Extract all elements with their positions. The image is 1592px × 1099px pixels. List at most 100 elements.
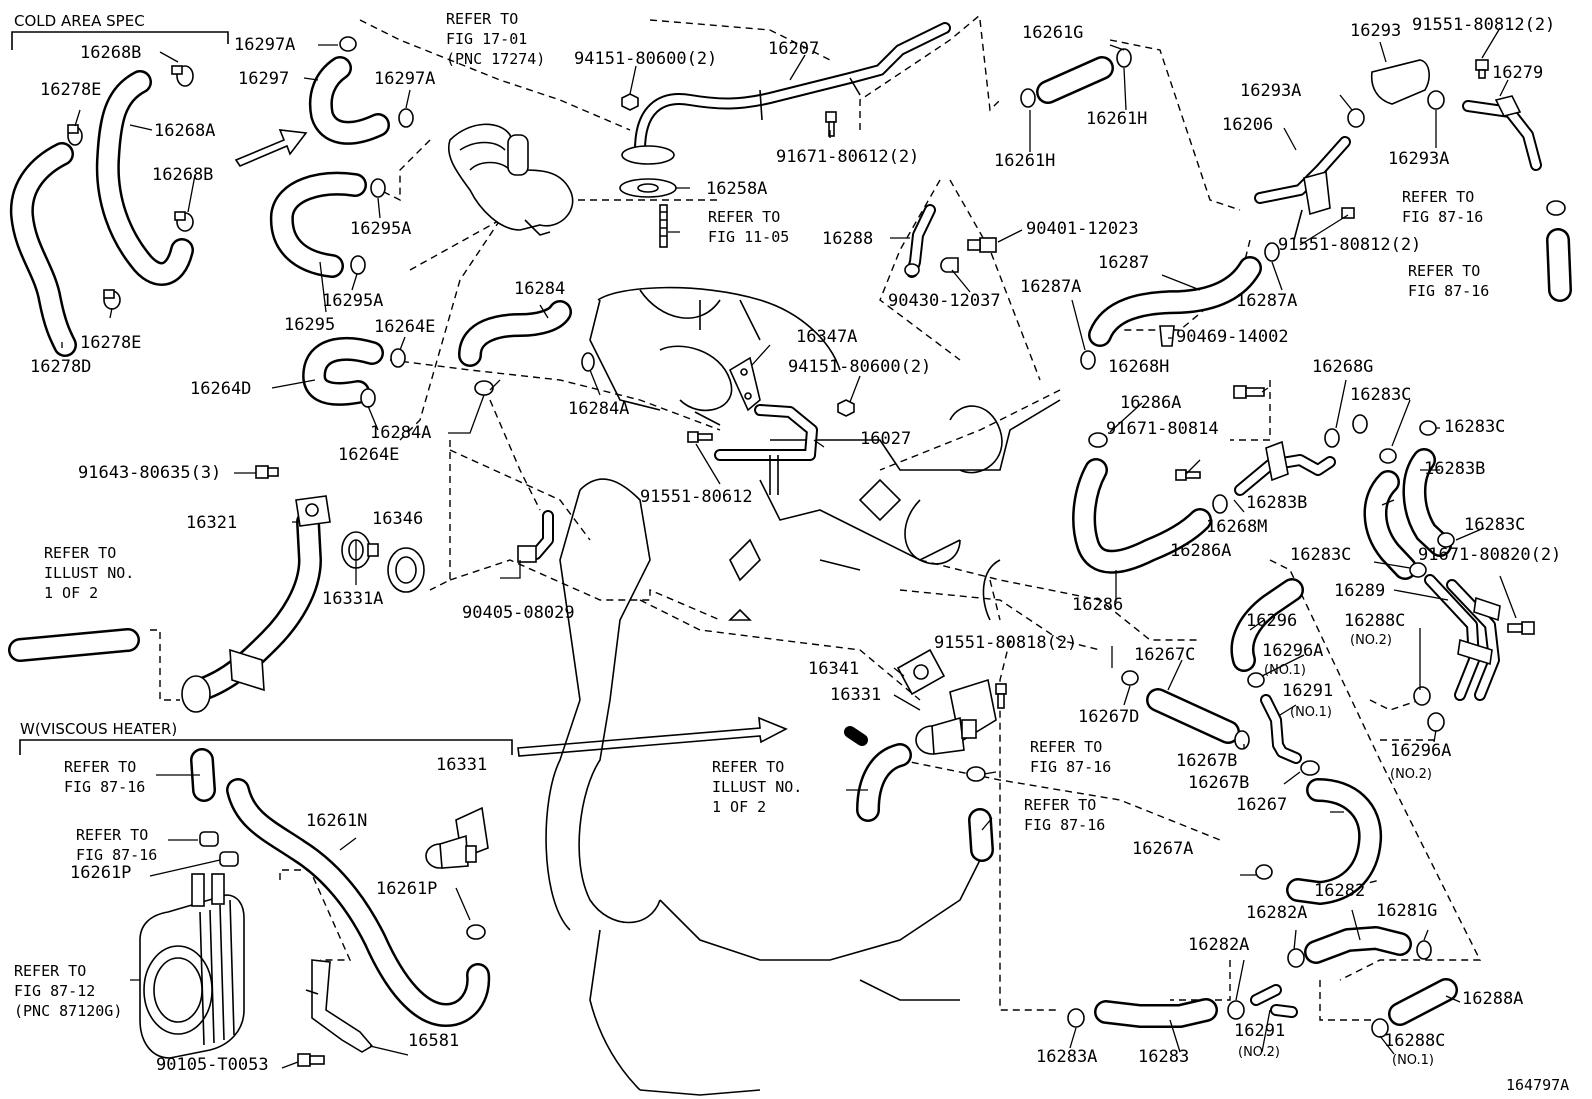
part-label: 94151-80600(2) — [574, 49, 717, 69]
part-label: 16268M — [1206, 517, 1267, 537]
clamp-16264e-lower — [360, 388, 376, 408]
part-label: 16288 — [822, 229, 873, 249]
variant-note: (NO.1) — [1290, 705, 1332, 720]
cold-area-bracket — [11, 31, 229, 50]
part-label: 16288A — [1462, 989, 1523, 1009]
refer-fig-87-16: REFER TO — [76, 826, 148, 844]
clamp-16278e-lower — [103, 289, 121, 310]
clamp-16288c-no2 — [1413, 686, 1431, 706]
pipe-16291-no2 — [1250, 984, 1298, 1018]
part-label: 16261H — [994, 151, 1055, 171]
part-label: 16291 — [1282, 681, 1333, 701]
part-label: 16282A — [1188, 935, 1249, 955]
clamp-16286a-lower — [1212, 494, 1228, 514]
part-label: 16283C — [1350, 385, 1411, 405]
part-label: 91551-80812(2) — [1412, 15, 1555, 35]
pipe-16279 — [1462, 95, 1542, 171]
clamp-16283c-a — [1379, 448, 1397, 464]
bolt-91671-80814 — [1175, 469, 1201, 481]
refer-fig-87-16: REFER TO — [1024, 796, 1096, 814]
part-label: 91671-80612(2) — [776, 147, 919, 167]
part-label: 16264E — [374, 317, 435, 337]
bolt-91551-80818 — [995, 683, 1007, 709]
clamp-16278e-upper — [67, 124, 83, 146]
refer-fig-87-16: FIG 87-16 — [1024, 816, 1105, 834]
clamp-16284a-left — [474, 380, 494, 396]
part-label: 16278E — [80, 333, 141, 353]
hose-16283 — [1094, 998, 1218, 1028]
clamp-16281g — [1416, 940, 1432, 960]
part-label: 16206 — [1222, 115, 1273, 135]
clamp-16283a — [1067, 1008, 1085, 1028]
refer-illust-1: REFER TO — [44, 544, 116, 562]
nut-94151-b — [837, 399, 855, 417]
refer-fig-87-16: REFER TO — [64, 758, 136, 776]
hose-16261n — [226, 778, 491, 1027]
clamp-16293a-right — [1427, 90, 1445, 110]
hose-refer-illust-2 — [856, 743, 912, 822]
variant-note: (NO.2) — [1390, 767, 1432, 782]
part-label: 16281G — [1376, 901, 1437, 921]
part-label: 16286A — [1170, 541, 1231, 561]
direction-arrow-lower — [517, 716, 788, 757]
part-label: 16297 — [238, 69, 289, 89]
refer-illust-1: ILLUST NO. — [44, 564, 134, 582]
hose-16264d — [302, 336, 384, 406]
pipe-16206 — [1254, 136, 1351, 241]
clamp-16268b-upper — [171, 65, 194, 87]
hose-16267 — [1286, 778, 1383, 905]
reference-notes: REFER TO FIG 17-01 (PNC 17274) REFER TO … — [14, 10, 1489, 1020]
hose-stub-16331 — [844, 726, 868, 746]
refer-fig-87-16: REFER TO — [1030, 738, 1102, 756]
part-label: 90401-12023 — [1026, 219, 1139, 239]
housing-16331 — [915, 678, 997, 755]
clamp-16286a-upper — [1088, 432, 1108, 448]
refer-illust-2: ILLUST NO. — [712, 778, 802, 796]
bolt-91643 — [255, 465, 279, 479]
clamp-16297a-top — [339, 36, 357, 52]
viscous-heater-unit — [139, 873, 245, 1059]
hose-refer-illust-1 — [8, 628, 140, 662]
part-label: 90405-08029 — [462, 603, 575, 623]
pipe-16027 — [694, 404, 818, 495]
part-label: 16297A — [374, 69, 435, 89]
hose-16293 — [1370, 59, 1430, 105]
hose-16287 — [1088, 256, 1262, 347]
bolt-91551-80612 — [687, 431, 713, 443]
part-label: 16278E — [40, 80, 101, 100]
clamp-16293a-left — [1347, 108, 1365, 128]
hose-16268a — [95, 70, 194, 286]
hose-16283b-right — [1402, 448, 1452, 557]
bolt-16268h — [1233, 385, 1265, 399]
part-label: 90105-T0053 — [156, 1055, 269, 1075]
part-label: 16261N — [306, 811, 367, 831]
part-label: 16296A — [1262, 641, 1323, 661]
clamp-16287a-left — [1080, 350, 1096, 370]
connector-90405 — [517, 510, 554, 563]
clamp-16296a-no2 — [1427, 712, 1445, 732]
part-label: 16283A — [1036, 1047, 1097, 1067]
part-label: 16283B — [1424, 459, 1485, 479]
gasket-16346 — [387, 547, 425, 593]
clamp-16296a-no1 — [1247, 672, 1265, 688]
refer-fig-17-01: FIG 17-01 — [446, 30, 527, 48]
hose-16267c — [1146, 688, 1240, 744]
water-outlet-housing — [448, 123, 574, 236]
clamp-16287a-right — [1264, 242, 1280, 262]
clamp-16261p-right — [466, 924, 486, 940]
hose-16288a — [1388, 978, 1458, 1026]
hose-16283b-left — [1363, 470, 1417, 580]
part-label: 16284A — [370, 423, 431, 443]
part-label: 91551-80818(2) — [934, 633, 1077, 653]
part-label: 16267B — [1188, 773, 1249, 793]
figure-id: 164797A — [1506, 1076, 1569, 1094]
part-label: 16264E — [338, 445, 399, 465]
part-label: 16286 — [1072, 595, 1123, 615]
refer-illust-1: 1 OF 2 — [44, 584, 98, 602]
clip-16268g — [1324, 414, 1368, 448]
variant-notes: (NO.1) (NO.1) (NO.2) (NO.2) (NO.2) (NO.1… — [1238, 633, 1434, 1068]
hose-refer-87-16-a — [190, 748, 216, 802]
part-label: 16331 — [436, 755, 487, 775]
part-label: 16291 — [1234, 1021, 1285, 1041]
dashed-leaders — [150, 14, 1482, 1021]
